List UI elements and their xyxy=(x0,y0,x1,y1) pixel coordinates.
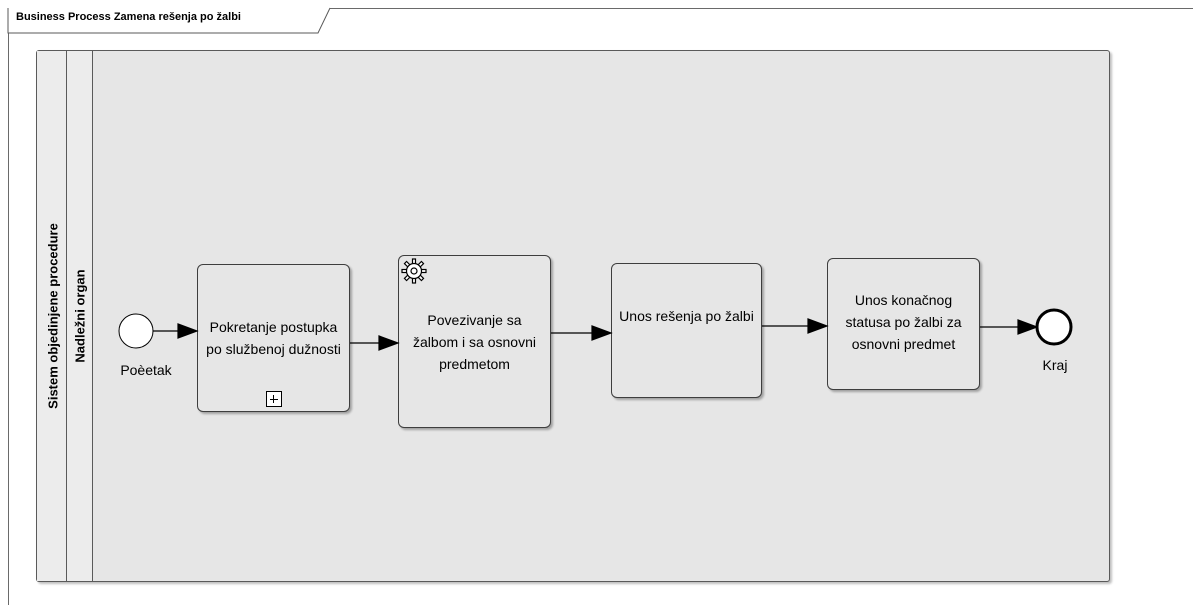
service-gear-icon xyxy=(401,258,427,284)
start-event-label: Poèetak xyxy=(120,362,172,378)
diagram-title: Business Process Zamena rešenja po žalbi xyxy=(16,11,241,23)
diagram-frame xyxy=(8,8,1193,605)
task-povezivanje-sa-zalbom[interactable]: Povezivanje sa žalbom i sa osnovni predm… xyxy=(398,255,551,428)
start-event[interactable] xyxy=(118,313,154,349)
task-unos-resenja[interactable]: Unos rešenja po žalbi xyxy=(611,263,762,398)
end-event-label: Kraj xyxy=(1042,357,1068,373)
task-label: Povezivanje sa žalbom i sa osnovni predm… xyxy=(413,311,536,372)
task-label: Pokretanje postupka po službenoj dužnost… xyxy=(206,319,341,357)
task-pokretanje-postupka[interactable]: Pokretanje postupka po službenoj dužnost… xyxy=(197,264,350,412)
end-event[interactable] xyxy=(1035,308,1073,346)
task-label: Unos konačnog statusa po žalbi za osnovn… xyxy=(845,292,962,352)
lane-header xyxy=(67,51,93,581)
task-unos-konacnog-statusa[interactable]: Unos konačnog statusa po žalbi za osnovn… xyxy=(827,258,980,390)
task-label: Unos rešenja po žalbi xyxy=(619,307,754,324)
subprocess-expand-icon[interactable] xyxy=(265,391,282,407)
flow-arrows xyxy=(153,318,1039,351)
pool-header xyxy=(37,51,67,581)
